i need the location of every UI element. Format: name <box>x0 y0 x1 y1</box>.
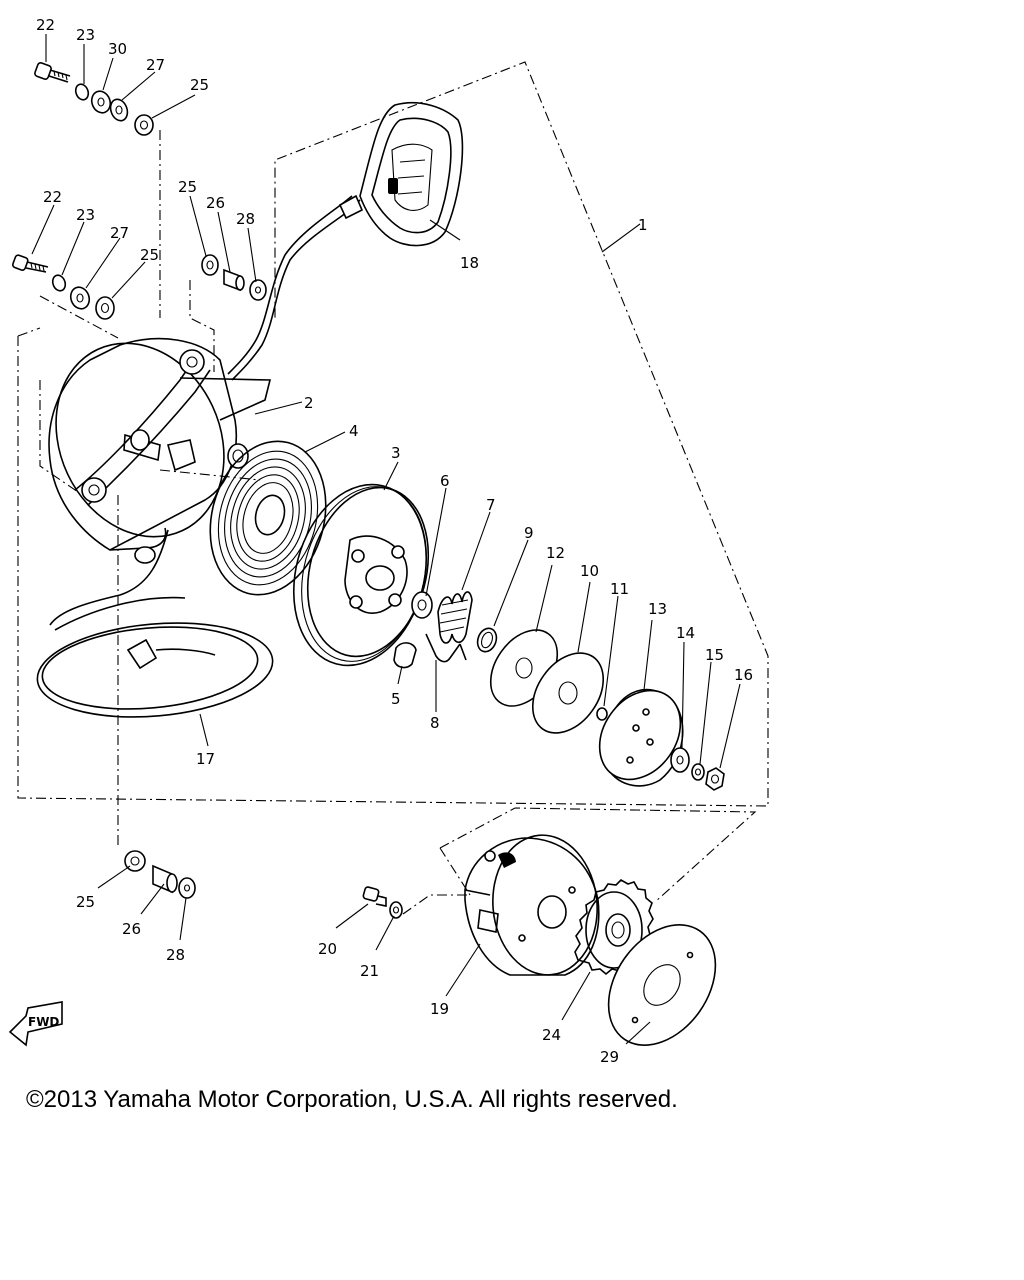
callout-6: 6 <box>440 472 450 490</box>
callout-28: 28 <box>166 946 185 964</box>
pawl-5 <box>393 642 417 669</box>
callout-2: 2 <box>304 394 314 412</box>
callout-23: 23 <box>76 26 95 44</box>
callout-26: 26 <box>122 920 141 938</box>
washer-6 <box>411 591 433 619</box>
bolt-22-middle <box>12 254 49 273</box>
callout-10: 10 <box>580 562 599 580</box>
callout-27: 27 <box>110 224 129 242</box>
callout-28: 28 <box>236 210 255 228</box>
callout-25: 25 <box>190 76 209 94</box>
callout-18: 18 <box>460 254 479 272</box>
washer-30 <box>90 90 112 114</box>
bolt-20 <box>362 886 387 907</box>
callout-labels: 22 23 30 27 25 22 23 27 25 25 26 28 1 18… <box>36 16 753 1066</box>
collar-25-middle <box>95 296 115 320</box>
callout-12: 12 <box>546 544 565 562</box>
callout-30: 30 <box>108 40 127 58</box>
callout-9: 9 <box>524 524 534 542</box>
washer-23-upper <box>74 83 90 101</box>
callout-19: 19 <box>430 1000 449 1018</box>
washer-14 <box>670 747 690 773</box>
callout-29: 29 <box>600 1048 619 1066</box>
spring-8 <box>425 633 467 663</box>
spring-7 <box>437 591 473 644</box>
callout-4: 4 <box>349 422 359 440</box>
washer-21 <box>389 901 403 919</box>
spacer-26-right <box>223 268 245 292</box>
friction-plate-10 <box>531 652 605 734</box>
starter-handle <box>359 101 464 247</box>
callout-11: 11 <box>610 580 629 598</box>
pulley-19 <box>464 834 600 976</box>
washer-28-lower <box>178 877 196 899</box>
washer-27-upper <box>109 98 129 122</box>
starter-case <box>48 337 272 626</box>
callout-25: 25 <box>178 178 197 196</box>
rope-coil-17 <box>36 596 274 718</box>
clip-9 <box>476 627 498 653</box>
callout-24: 24 <box>542 1026 561 1044</box>
callout-26: 26 <box>206 194 225 212</box>
callout-8: 8 <box>430 714 440 732</box>
collar-25-right <box>201 254 219 276</box>
recoil-starter-exploded-diagram: FWD <box>8 16 769 1066</box>
collar-25-upper <box>134 114 154 136</box>
callout-1: 1 <box>638 216 648 234</box>
callout-16: 16 <box>734 666 753 684</box>
callout-14: 14 <box>676 624 695 642</box>
bolt-22-upper <box>34 62 71 83</box>
starter-rope <box>227 194 364 381</box>
callout-23: 23 <box>76 206 95 224</box>
spacer-26-lower <box>152 864 178 894</box>
copyright-notice: ©2013 Yamaha Motor Corporation, U.S.A. A… <box>26 1086 678 1113</box>
callout-7: 7 <box>486 496 496 514</box>
washer-15 <box>691 763 705 781</box>
callout-27: 27 <box>146 56 165 74</box>
leader-lines <box>31 34 741 1045</box>
washer-27-middle <box>69 286 91 310</box>
callout-13: 13 <box>648 600 667 618</box>
fwd-label: FWD <box>28 1015 59 1029</box>
callout-22: 22 <box>36 16 55 34</box>
washer-23-middle <box>51 274 67 292</box>
callout-17: 17 <box>196 750 215 768</box>
plate-29 <box>607 924 717 1046</box>
callout-21: 21 <box>360 962 379 980</box>
callout-20: 20 <box>318 940 337 958</box>
washer-28-right <box>249 279 267 301</box>
callout-25: 25 <box>76 893 95 911</box>
callout-22: 22 <box>43 188 62 206</box>
spiral-spring <box>209 440 327 596</box>
callout-5: 5 <box>391 690 401 708</box>
callout-3: 3 <box>391 444 401 462</box>
nut-16 <box>705 767 725 791</box>
washer-11 <box>596 707 608 721</box>
fwd-arrow: FWD <box>8 1001 63 1047</box>
callout-25: 25 <box>140 246 159 264</box>
callout-15: 15 <box>705 646 724 664</box>
